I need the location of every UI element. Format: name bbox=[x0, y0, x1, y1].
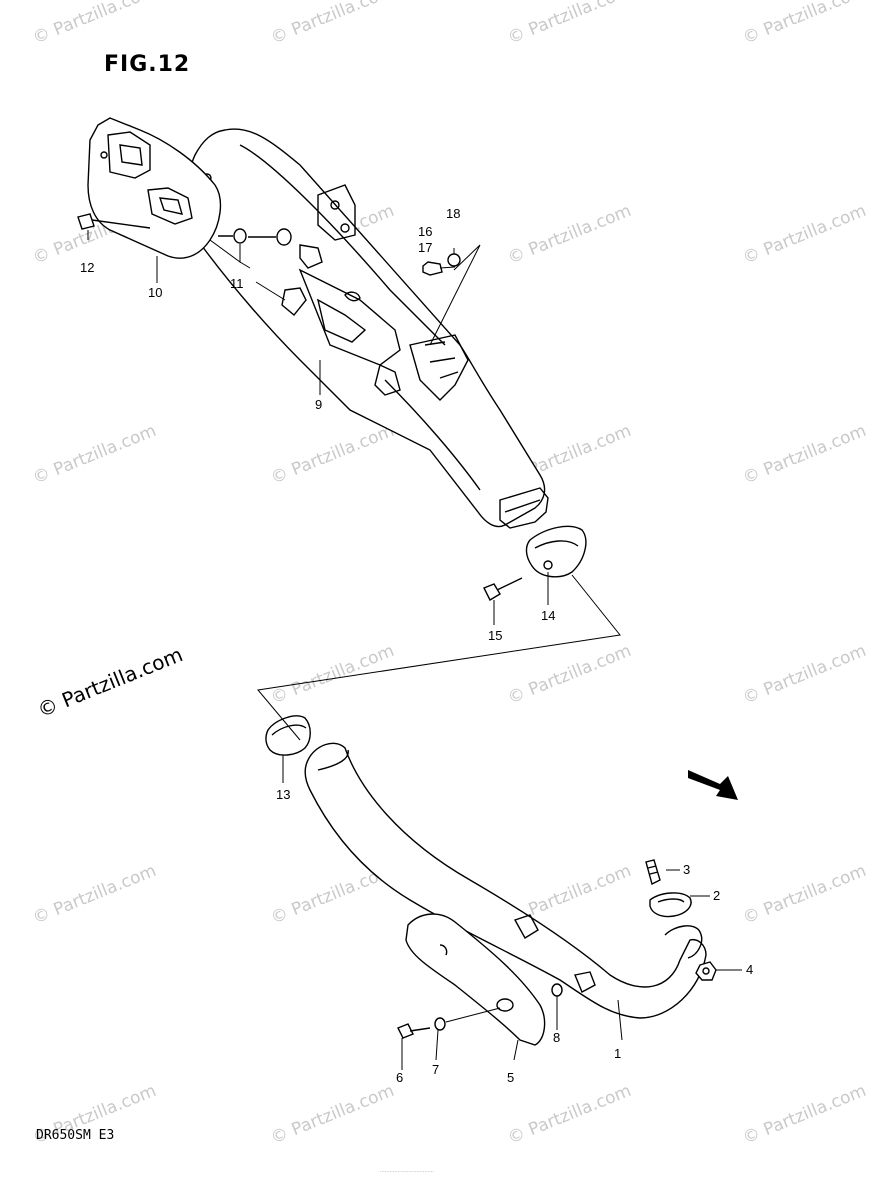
exhaust-nut[interactable] bbox=[695, 961, 717, 981]
callout-1: 1 bbox=[614, 1046, 621, 1061]
callout-5: 5 bbox=[507, 1070, 514, 1085]
exhaust-stud[interactable] bbox=[645, 859, 661, 886]
callout-14: 14 bbox=[541, 608, 555, 623]
fwd-arrow-icon bbox=[688, 770, 738, 800]
connector-gasket[interactable] bbox=[265, 715, 311, 756]
leader-lines bbox=[87, 230, 742, 1070]
callout-11: 11 bbox=[230, 276, 244, 291]
callout-13: 13 bbox=[276, 787, 290, 802]
callout-16: 16 bbox=[418, 224, 432, 239]
heat-shield-washers[interactable] bbox=[218, 228, 292, 246]
callout-3: 3 bbox=[683, 862, 690, 877]
pipe-heat-shield[interactable] bbox=[405, 913, 546, 1046]
callout-6: 6 bbox=[396, 1070, 403, 1085]
muffler-heat-shield[interactable] bbox=[87, 117, 222, 259]
figure-title: FIG.12 bbox=[104, 52, 191, 77]
exhaust-pipe[interactable] bbox=[304, 742, 707, 1019]
callout-10: 10 bbox=[148, 285, 162, 300]
exhaust-flange[interactable] bbox=[649, 892, 692, 918]
callout-18: 18 bbox=[446, 206, 460, 221]
pipe-shield-collar[interactable] bbox=[551, 983, 563, 997]
callout-17: 17 bbox=[418, 240, 432, 255]
callout-15: 15 bbox=[488, 628, 502, 643]
muffler-mount-bolt[interactable] bbox=[422, 253, 461, 276]
model-code: DR650SM E3 bbox=[36, 1128, 115, 1143]
exhaust-clamp[interactable] bbox=[525, 525, 587, 578]
pipe-shield-washer[interactable] bbox=[434, 1017, 446, 1031]
callout-9: 9 bbox=[315, 397, 322, 412]
pipe-shield-bolt[interactable] bbox=[397, 1023, 431, 1039]
callout-labels: 1 2 3 4 5 6 7 8 9 10 11 12 13 14 15 16 1… bbox=[80, 206, 753, 1085]
clamp-bolt[interactable] bbox=[483, 577, 523, 601]
muffler-body[interactable] bbox=[187, 128, 549, 529]
callout-4: 4 bbox=[746, 962, 753, 977]
callout-12: 12 bbox=[80, 260, 94, 275]
callout-8: 8 bbox=[553, 1030, 560, 1045]
fine-print: .................................. bbox=[380, 1168, 435, 1174]
callout-2: 2 bbox=[713, 888, 720, 903]
heat-shield-bolt[interactable] bbox=[77, 213, 151, 230]
callout-7: 7 bbox=[432, 1062, 439, 1077]
